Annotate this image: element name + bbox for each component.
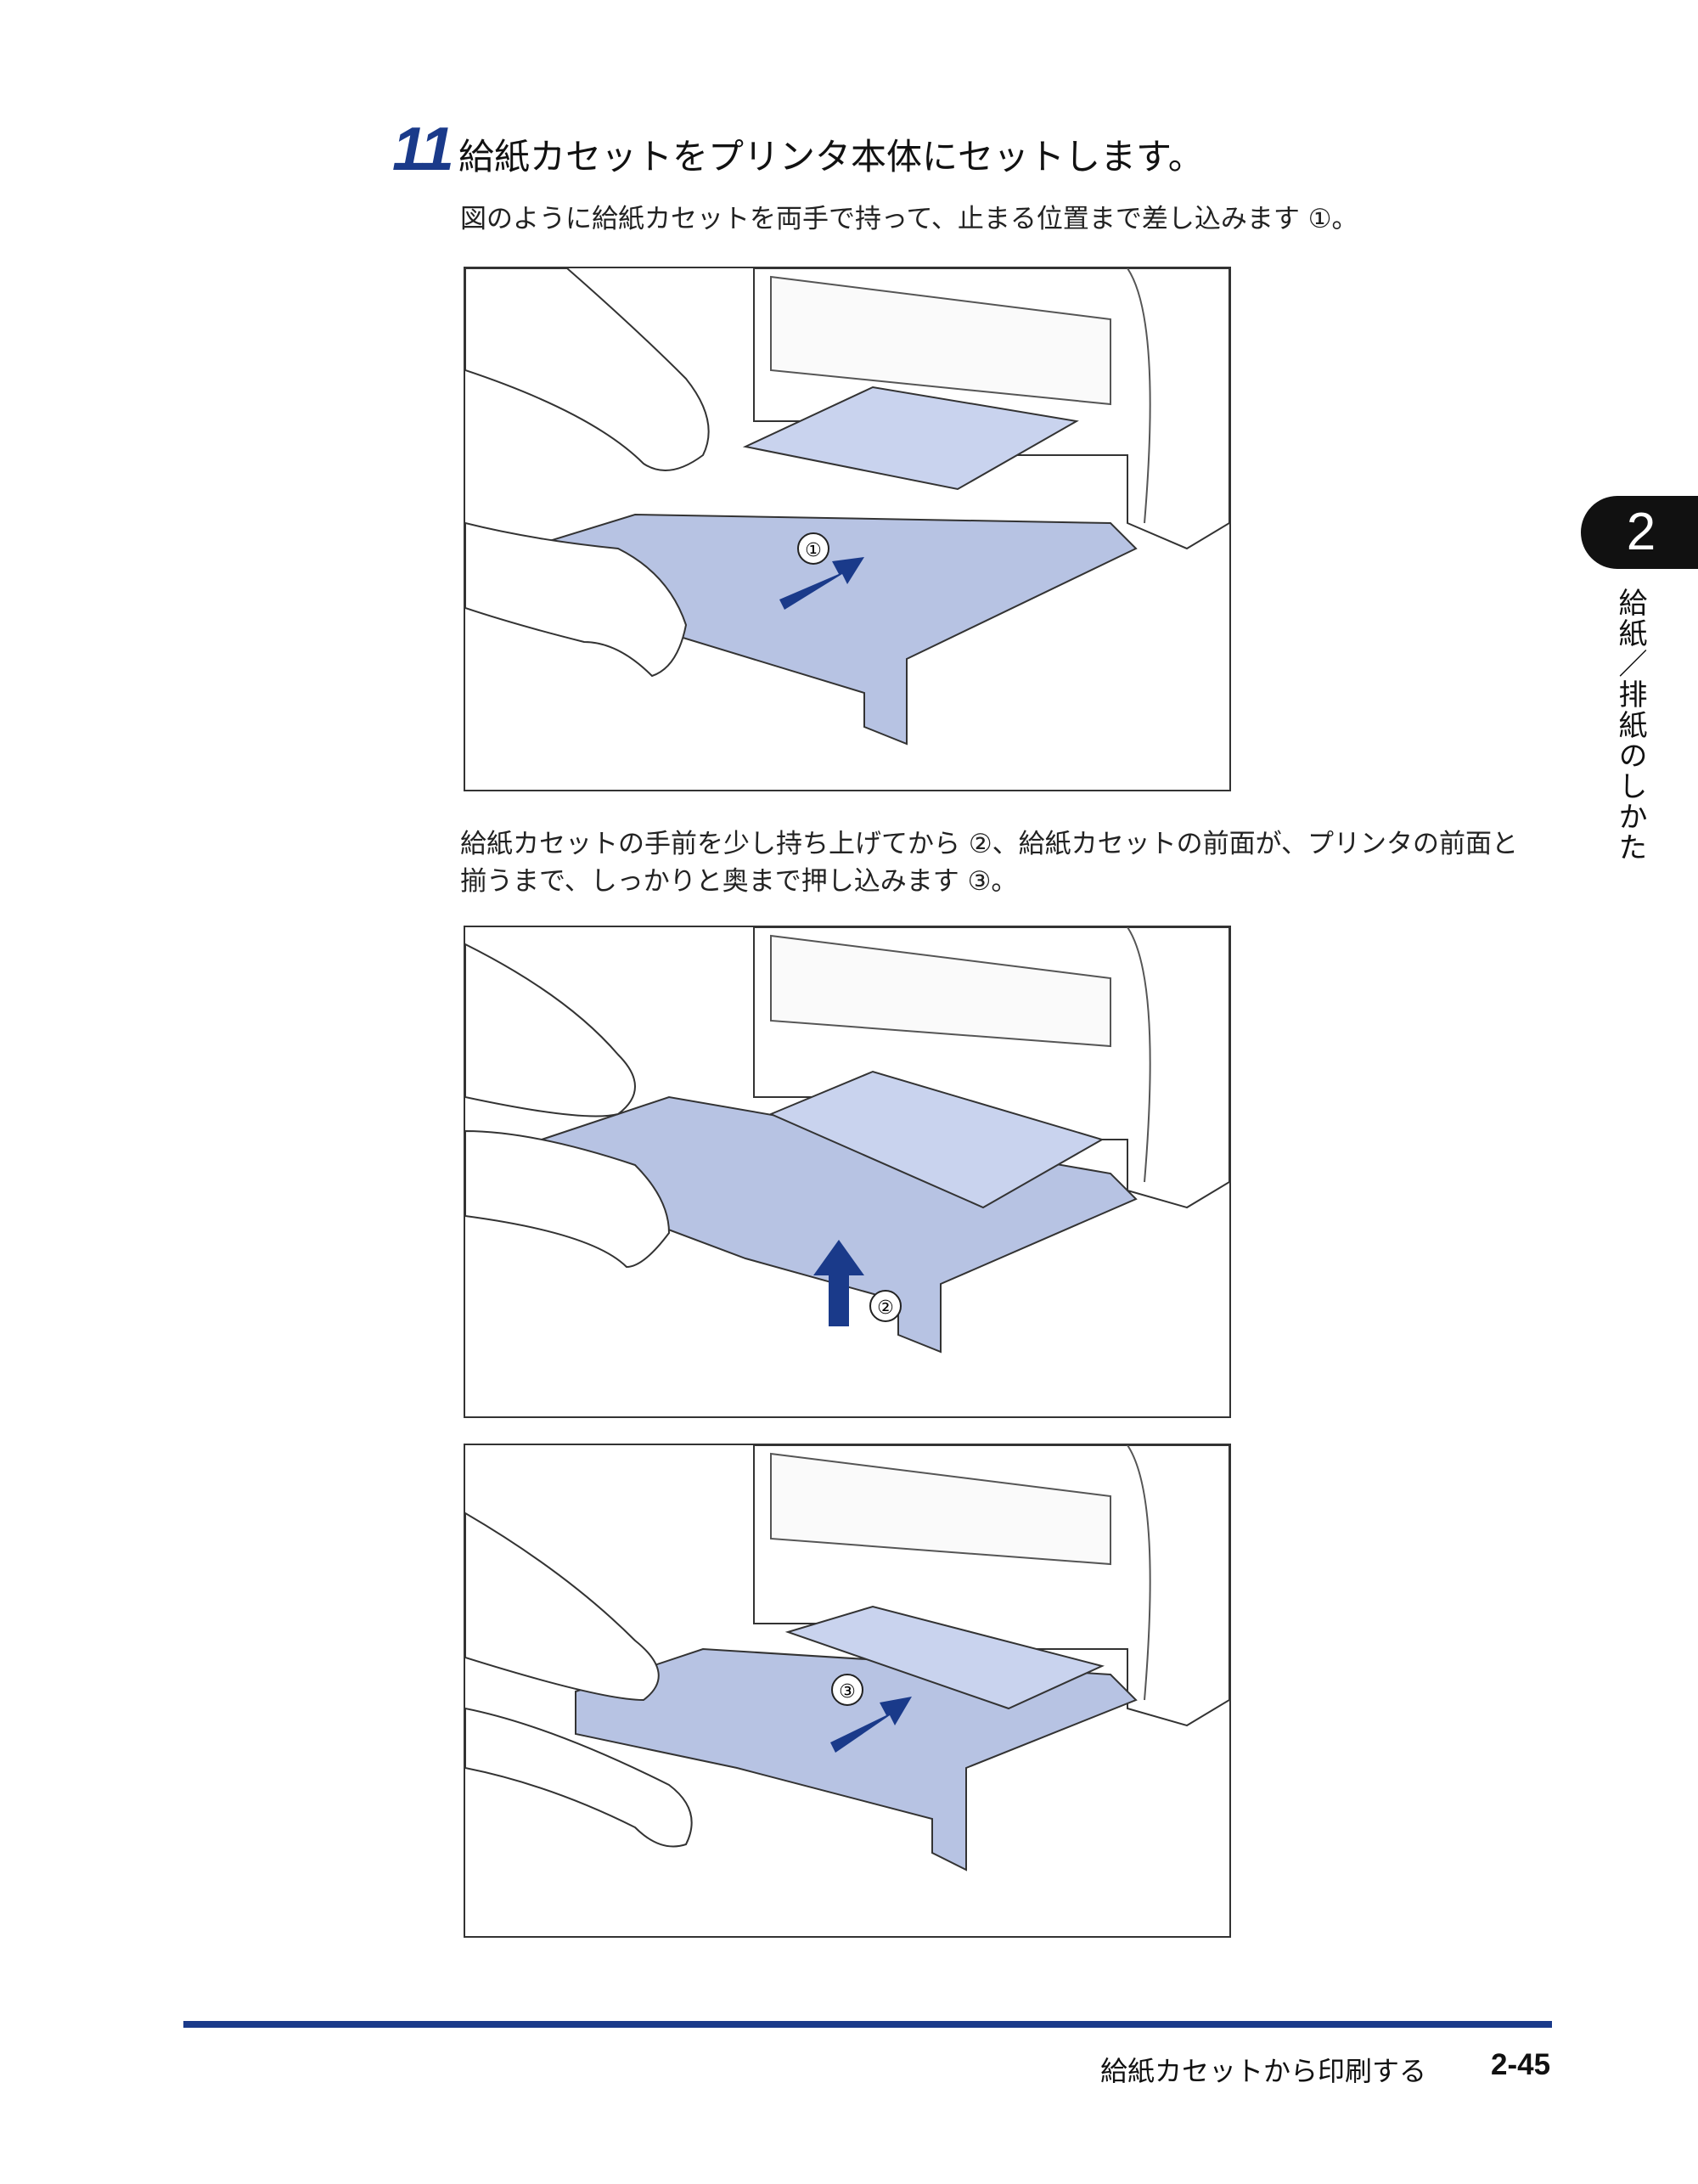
figure-push-cassette-1: ①: [464, 267, 1231, 791]
instruction-paragraph-3: 揃うまで、しっかりと奥まで押し込みます ③。: [460, 866, 1018, 897]
chapter-tab: [1581, 496, 1698, 569]
page-number: 2-45: [1491, 2048, 1551, 2081]
instruction-paragraph-2: 給紙カセットの手前を少し持ち上げてから ②、給紙カセットの前面が、プリンタの前面…: [460, 829, 1519, 859]
figure-label-1: ①: [805, 540, 822, 561]
step-title: 給紙カセットをプリンタ本体にセットします。: [458, 136, 1204, 177]
chapter-title-vertical: 給紙／排紙のしかた: [1613, 588, 1647, 863]
figure-label-2: ②: [877, 1297, 894, 1319]
footer-section-title: 給紙カセットから印刷する: [1100, 2055, 1427, 2087]
push-arrow-1: [779, 557, 864, 610]
figure-push-cassette-3: ③: [464, 1444, 1231, 1938]
lift-arrow-2: [813, 1240, 864, 1326]
figure-lift-cassette-2: ②: [464, 926, 1231, 1418]
chapter-tab-number: 2: [1626, 503, 1656, 561]
footer-rule: [183, 2021, 1552, 2028]
step-number: 11: [392, 115, 454, 183]
figure-label-3: ③: [839, 1681, 856, 1703]
instruction-paragraph-1: 図のように給紙カセットを両手で持って、止まる位置まで差し込みます ①。: [460, 204, 1358, 234]
push-arrow-3: [830, 1697, 912, 1753]
